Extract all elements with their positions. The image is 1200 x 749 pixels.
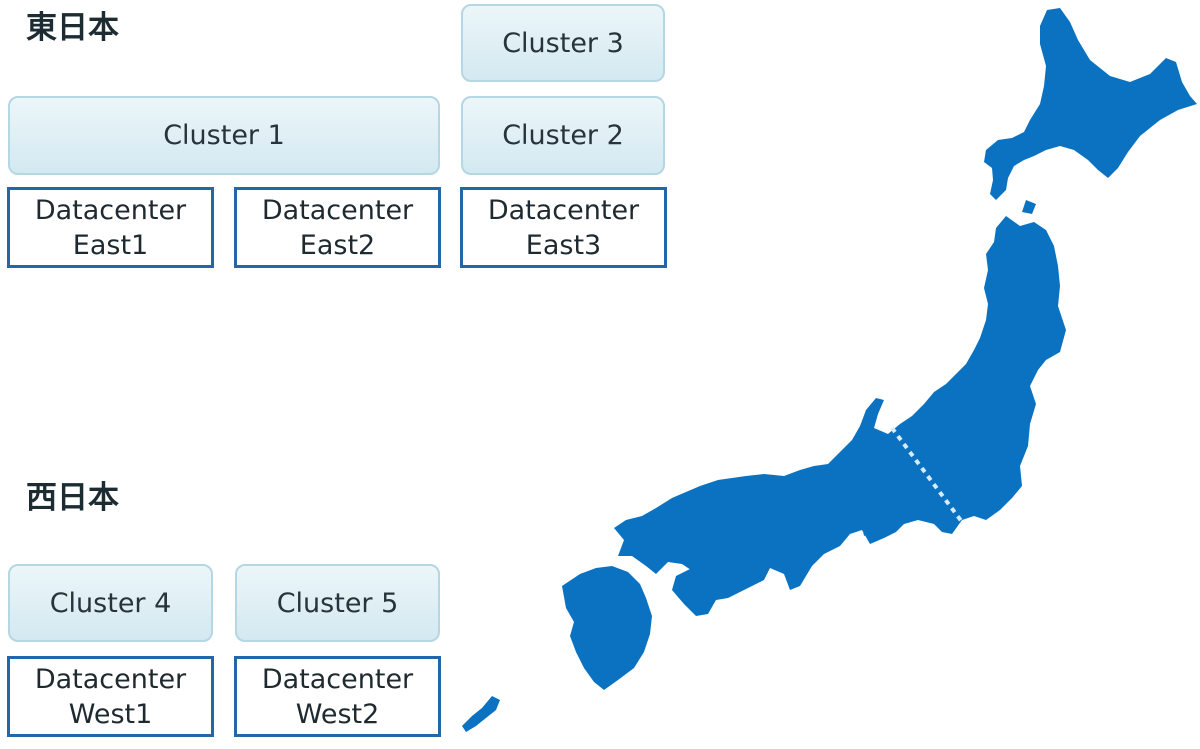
datacenter-label: Datacenter (487, 194, 640, 226)
small-island (1022, 200, 1036, 214)
datacenter-name: West2 (295, 698, 380, 730)
datacenter-east2-box: Datacenter East2 (234, 187, 441, 268)
shikoku-island (672, 552, 770, 616)
datacenter-east1-box: Datacenter East1 (7, 187, 214, 268)
cluster-5-box: Cluster 5 (235, 564, 440, 642)
small-island (862, 522, 872, 536)
datacenter-west1-box: Datacenter West1 (7, 656, 214, 737)
cluster-2-box: Cluster 2 (461, 96, 665, 175)
cluster-3-box: Cluster 3 (461, 4, 665, 82)
hokkaido-island (984, 8, 1197, 200)
datacenter-label: Datacenter (261, 663, 414, 695)
honshu-island (614, 216, 1066, 590)
datacenter-east3-box: Datacenter East3 (460, 187, 667, 268)
east-region-title: 東日本 (26, 10, 119, 46)
datacenter-name: East1 (72, 229, 149, 261)
datacenter-label: Datacenter (34, 663, 187, 695)
okinawa-island (462, 696, 500, 732)
kyushu-island (562, 566, 652, 690)
cluster-4-box: Cluster 4 (8, 564, 213, 642)
datacenter-name: East3 (525, 229, 602, 261)
datacenter-label: Datacenter (34, 194, 187, 226)
cluster-1-box: Cluster 1 (8, 96, 440, 175)
datacenter-west2-box: Datacenter West2 (234, 656, 441, 737)
datacenter-name: East2 (299, 229, 376, 261)
datacenter-name: West1 (68, 698, 153, 730)
west-region-title: 西日本 (26, 480, 119, 516)
datacenter-label: Datacenter (261, 194, 414, 226)
